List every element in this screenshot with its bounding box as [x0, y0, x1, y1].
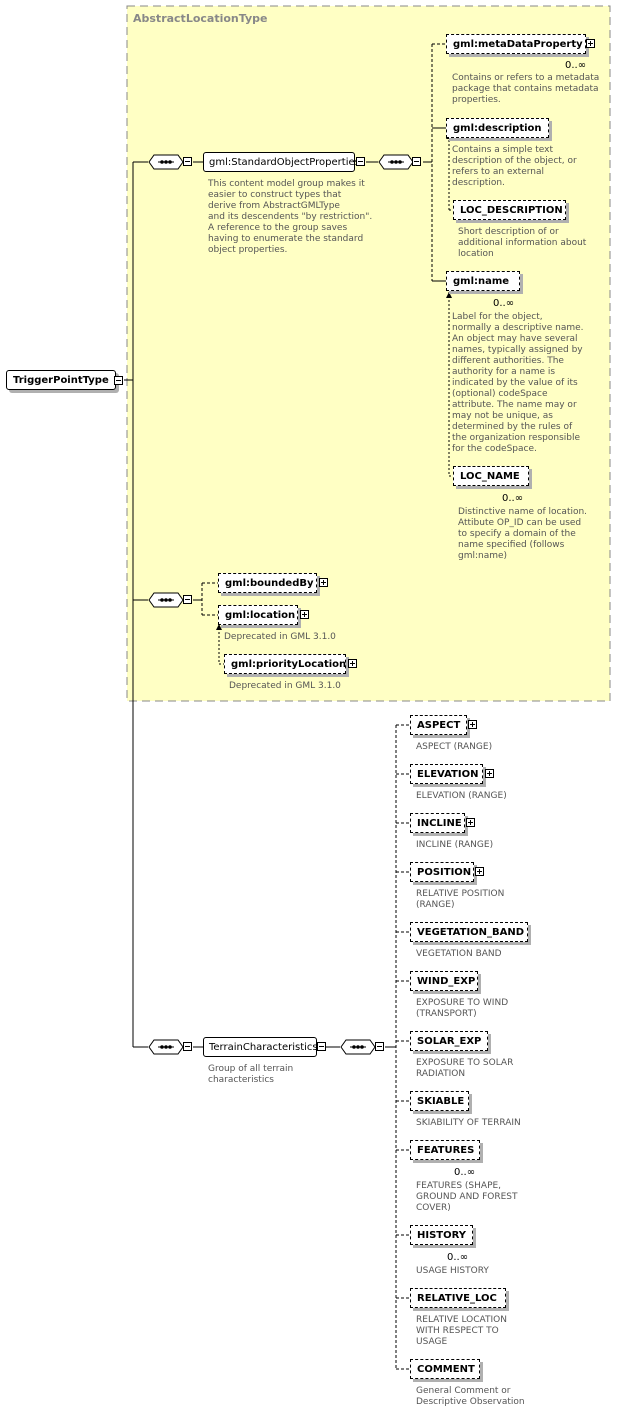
element-description: RELATIVE LOCATION WITH RESPECT TO USAGE [416, 1315, 507, 1347]
element-gml-name[interactable]: gml:name [446, 271, 520, 291]
group-title: AbstractLocationType [133, 12, 268, 25]
element-description: Deprecated in GML 3.1.0 [224, 632, 336, 642]
sequence-collapse-icon[interactable] [183, 1042, 192, 1051]
root-collapse-icon[interactable] [114, 376, 123, 385]
element-description: Deprecated in GML 3.1.0 [229, 681, 341, 691]
element-description: Short description of or additional infor… [458, 227, 587, 259]
group-ref-terrain-characteristics[interactable]: TerrainCharacteristics [203, 1037, 318, 1057]
group-collapse-icon[interactable] [317, 1042, 326, 1051]
element-description: Contains or refers to a metadata package… [452, 73, 600, 105]
element-loc-name[interactable]: LOC_NAME [453, 466, 529, 486]
element-description: ELEVATION (RANGE) [416, 791, 507, 801]
sequence-collapse-icon[interactable] [412, 157, 421, 166]
expand-icon[interactable] [485, 769, 494, 778]
element-description: Label for the object, normally a descrip… [452, 312, 584, 454]
element-skiable[interactable]: SKIABLE [410, 1091, 469, 1111]
element-description: INCLINE (RANGE) [416, 840, 494, 850]
group-ref-standard-object-properties[interactable]: gml:StandardObjectProperties [203, 152, 360, 172]
element-vegetation-band[interactable]: VEGETATION_BAND [410, 922, 528, 942]
element-elevation[interactable]: ELEVATION [410, 764, 483, 784]
element-description: General Comment or Descriptive Observati… [416, 1386, 525, 1407]
sequence-compositor-icon [148, 592, 184, 608]
expand-icon[interactable] [466, 818, 475, 827]
element-description: VEGETATION BAND [416, 949, 502, 959]
expand-icon[interactable] [319, 578, 328, 587]
cardinality-label: 0..∞ [502, 493, 524, 504]
sequence-compositor-icon [148, 1039, 184, 1055]
cardinality-label: 0..∞ [447, 1252, 469, 1263]
element-relative-loc[interactable]: RELATIVE_LOC [410, 1288, 506, 1308]
element-description: SKIABILITY OF TERRAIN [416, 1118, 521, 1128]
element-description: Contains a simple text description of th… [452, 145, 577, 188]
element-description: USAGE HISTORY [416, 1266, 489, 1276]
expand-icon[interactable] [300, 610, 309, 619]
sequence-compositor-icon [378, 154, 414, 170]
element-description: RELATIVE POSITION (RANGE) [416, 889, 505, 910]
element-gml-boundedby[interactable]: gml:boundedBy [218, 573, 317, 593]
terrain-description: Group of all terrain characteristics [208, 1064, 294, 1085]
element-position[interactable]: POSITION [410, 862, 474, 882]
element-solar-exp[interactable]: SOLAR_EXP [410, 1031, 488, 1051]
element-wind-exp[interactable]: WIND_EXP [410, 971, 478, 991]
cardinality-label: 0..∞ [454, 1167, 476, 1178]
element-loc-description[interactable]: LOC_DESCRIPTION [453, 200, 566, 220]
element-history[interactable]: HISTORY [410, 1225, 473, 1245]
expand-icon[interactable] [468, 720, 477, 729]
element-aspect[interactable]: ASPECT [410, 715, 467, 735]
element-description: EXPOSURE TO SOLAR RADIATION [416, 1058, 514, 1079]
sequence-collapse-icon[interactable] [375, 1042, 384, 1051]
expand-icon[interactable] [586, 39, 595, 48]
sequence-compositor-icon [148, 154, 184, 170]
root-element[interactable]: TriggerPointType [6, 370, 116, 390]
element-gml-metadataproperty[interactable]: gml:metaDataProperty [446, 34, 586, 54]
element-comment[interactable]: COMMENT [410, 1359, 480, 1379]
expand-icon[interactable] [475, 867, 484, 876]
element-gml-location[interactable]: gml:location [218, 605, 298, 625]
standard-props-description: This content model group makes it easier… [208, 179, 373, 255]
element-description: Distinctive name of location. Attibute O… [458, 507, 588, 561]
expand-icon[interactable] [348, 659, 357, 668]
cardinality-label: 0..∞ [493, 298, 515, 309]
root-label: TriggerPointType [13, 375, 109, 386]
element-description: FEATURES (SHAPE, GROUND AND FOREST COVER… [416, 1181, 518, 1213]
element-description: ASPECT (RANGE) [416, 742, 493, 752]
sequence-collapse-icon[interactable] [183, 595, 192, 604]
sequence-compositor-icon [340, 1039, 376, 1055]
element-description: EXPOSURE TO WIND (TRANSPORT) [416, 998, 509, 1019]
cardinality-label: 0..∞ [565, 60, 587, 71]
element-gml-description[interactable]: gml:description [446, 118, 549, 138]
element-features[interactable]: FEATURES [410, 1140, 480, 1160]
sequence-collapse-icon[interactable] [183, 157, 192, 166]
element-gml-prioritylocation[interactable]: gml:priorityLocation [224, 654, 346, 674]
element-incline[interactable]: INCLINE [410, 813, 465, 833]
group-collapse-icon[interactable] [356, 157, 365, 166]
